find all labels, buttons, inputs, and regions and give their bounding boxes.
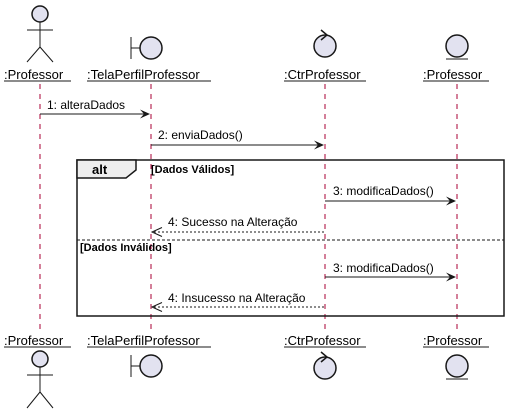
message-label: 3: modificaDados() xyxy=(333,261,434,275)
message-label: 3: modificaDados() xyxy=(333,184,434,198)
arrowhead-open xyxy=(150,227,163,237)
message-label: 4: Sucesso na Alteração xyxy=(168,215,298,229)
entity-icon xyxy=(445,34,469,60)
participant-label-professor-entity: :Professor xyxy=(423,67,483,82)
boundary-icon xyxy=(130,354,163,378)
entity-icon xyxy=(445,354,469,380)
arrowhead xyxy=(446,272,456,282)
actor-icon xyxy=(26,5,54,63)
participant-label-ctr-professor-bottom: :CtrProfessor xyxy=(284,333,361,348)
arrowhead xyxy=(314,140,324,150)
fragment-keyword: alt xyxy=(92,162,108,177)
participant-label-professor-entity-bottom: :Professor xyxy=(423,333,483,348)
participant-label-ctr-professor: :CtrProfessor xyxy=(284,67,361,82)
arrowhead xyxy=(140,109,150,119)
message-label: 4: Insucesso na Alteração xyxy=(168,291,306,305)
guard-label: [Dados Válidos] xyxy=(151,164,234,176)
arrowhead xyxy=(446,196,456,206)
participant-label-professor-actor: :Professor xyxy=(4,67,64,82)
actor-icon xyxy=(26,350,54,409)
control-icon xyxy=(313,29,337,58)
participant-label-tela-perfil: :TelaPerfilProfessor xyxy=(87,67,200,82)
participant-label-professor-actor-bottom: :Professor xyxy=(4,333,64,348)
guard-label: [Dados Inválidos] xyxy=(80,242,172,254)
participant-label-tela-perfil-bottom: :TelaPerfilProfessor xyxy=(87,333,200,348)
arrowhead-open xyxy=(150,302,163,312)
message-label: 1: alteraDados xyxy=(47,98,125,112)
alt-fragment: alt [Dados Válidos] [Dados Inválidos] xyxy=(76,159,505,317)
boundary-icon xyxy=(130,36,163,60)
message-label: 2: enviaDados() xyxy=(158,128,243,142)
control-icon xyxy=(313,351,337,380)
